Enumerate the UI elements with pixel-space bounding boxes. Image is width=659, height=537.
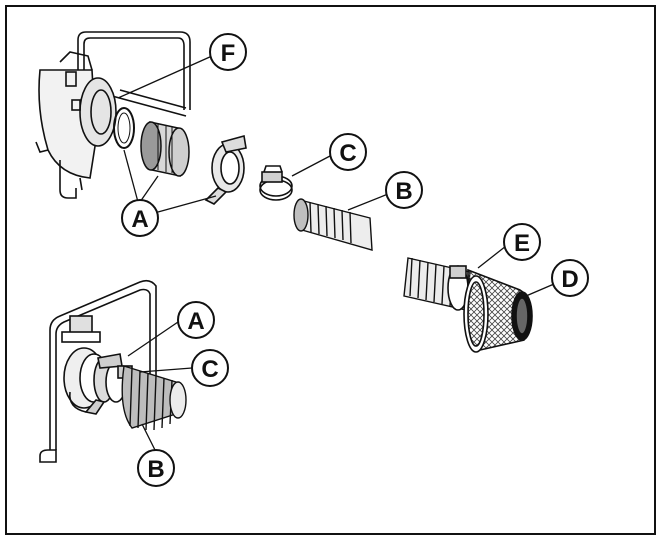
coupling-nut (204, 134, 247, 205)
svg-text:A: A (187, 308, 204, 335)
svg-text:B: B (395, 178, 412, 205)
svg-text:B: B (147, 456, 164, 483)
svg-text:E: E (514, 230, 530, 257)
svg-text:F: F (221, 40, 236, 67)
callout-c-top: C (329, 133, 367, 171)
svg-text:A: A (131, 206, 148, 233)
callout-d: D (551, 259, 589, 297)
strainer (463, 268, 533, 353)
callout-e: E (503, 223, 541, 261)
leader-lines (117, 55, 555, 453)
hose-segment-bottom (121, 365, 187, 431)
callout-a-top: A (121, 199, 159, 237)
svg-text:C: C (201, 356, 218, 383)
svg-text:D: D (561, 266, 578, 293)
hose-clamp-top (259, 165, 293, 201)
svg-text:C: C (339, 140, 356, 167)
callout-b-top: B (385, 171, 423, 209)
callout-b-bottom: B (137, 449, 175, 487)
gasket-ring (113, 107, 135, 149)
hose-segment-top (293, 198, 373, 251)
callout-c-bottom: C (191, 349, 229, 387)
diagram-frame (5, 5, 656, 535)
callout-f: F (209, 33, 247, 71)
hose-coupling-nipple (140, 121, 190, 177)
pump-top-illustration (35, 31, 191, 199)
pump-bottom-illustration (39, 279, 157, 463)
callout-a-bottom: A (177, 301, 215, 339)
